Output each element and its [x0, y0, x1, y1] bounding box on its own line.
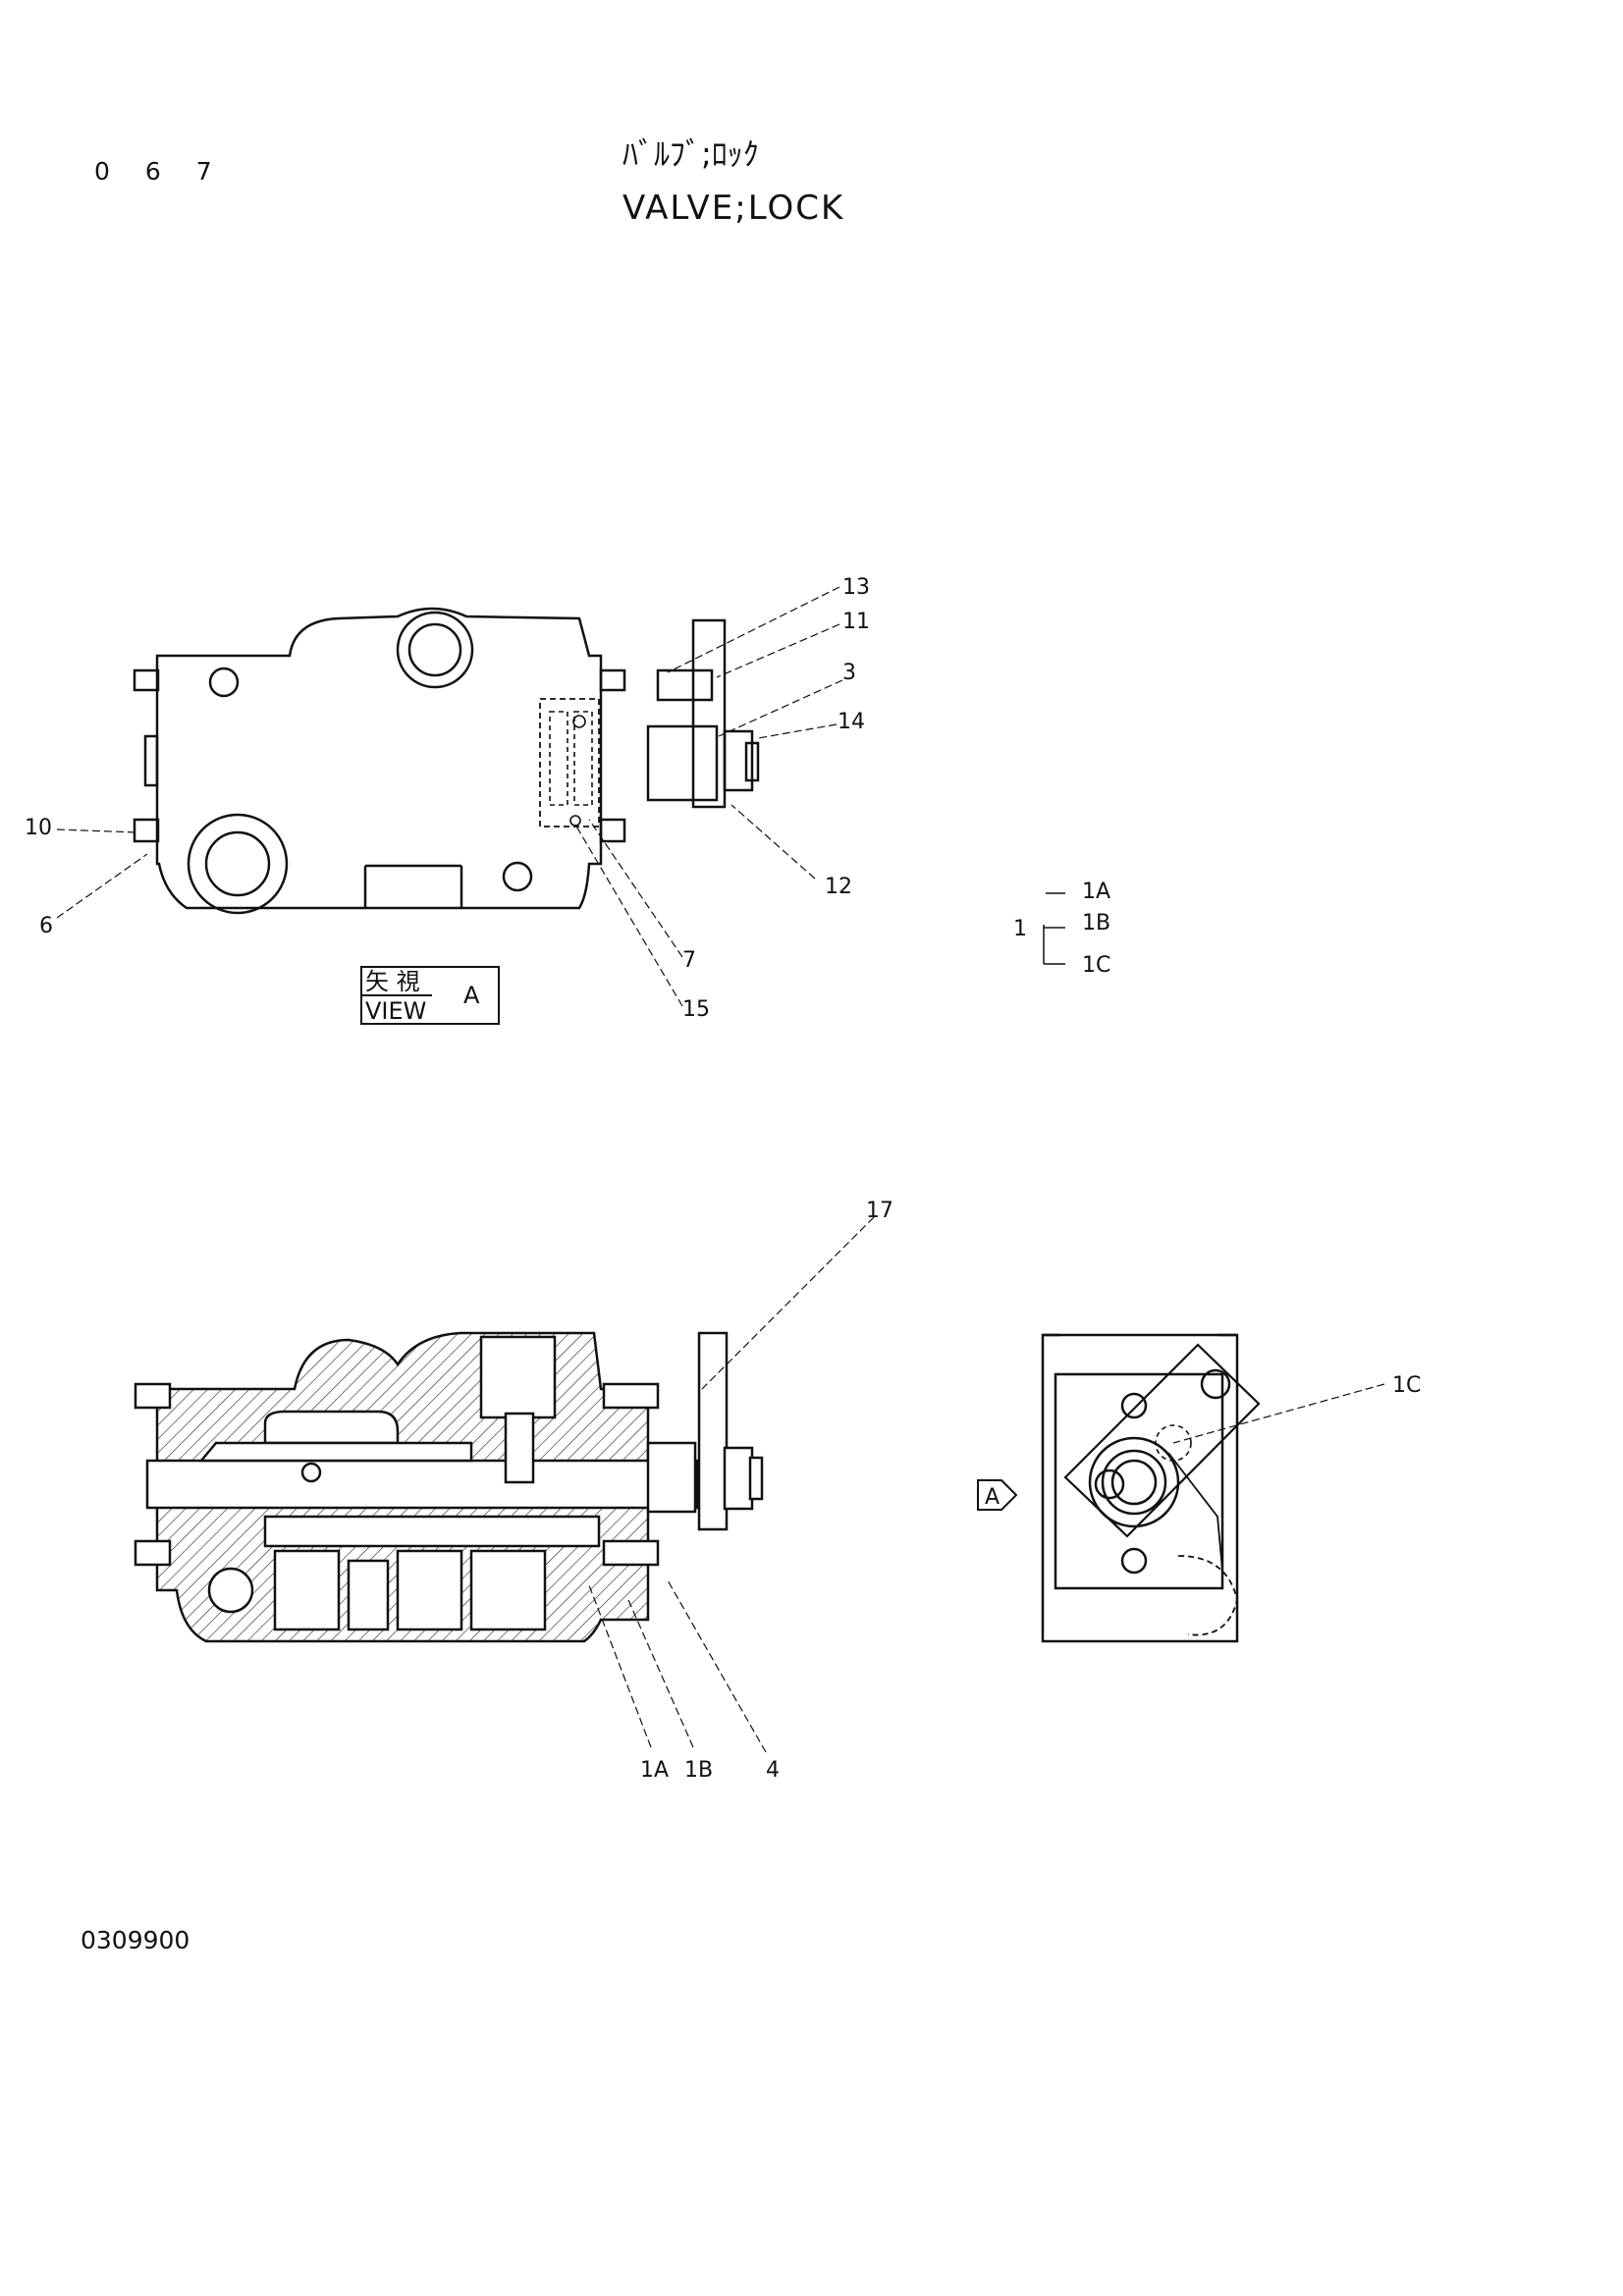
- part-1C: 1C: [1082, 953, 1110, 978]
- valve-end-view: [1041, 1333, 1261, 1643]
- callout-15: 15: [682, 997, 710, 1022]
- drawing-number: 0309900: [81, 1926, 190, 1954]
- callout-12: 12: [825, 875, 852, 899]
- view-label-kanji: 矢 視: [365, 968, 420, 995]
- callout-6: 6: [39, 914, 53, 938]
- valve-section-view: [134, 1331, 764, 1643]
- callout-labels-section: 17 1A 1B 4: [640, 1199, 893, 1783]
- title-japanese: ﾊﾞﾙﾌﾞ;ﾛｯｸ: [622, 135, 759, 173]
- callout-4: 4: [766, 1758, 780, 1783]
- part-group-parent: 1: [1013, 917, 1027, 941]
- leader-lines-section: [588, 1216, 875, 1753]
- callout-1B-section: 1B: [684, 1758, 713, 1783]
- leader-lines-end: [1172, 1383, 1385, 1444]
- view-arrow-marker: A: [977, 1479, 1018, 1511]
- part-1B: 1B: [1082, 911, 1110, 935]
- valve-top-view: [133, 607, 760, 915]
- leader-lines-top: [56, 586, 843, 1007]
- parts-group-labels: 1 1A 1B 1C: [1013, 880, 1110, 978]
- callout-17: 17: [866, 1199, 893, 1223]
- callout-11: 11: [842, 610, 870, 634]
- callout-3: 3: [842, 661, 856, 685]
- page-number: 0 6 7: [94, 157, 226, 186]
- view-label-english: VIEW: [365, 997, 426, 1025]
- callout-1C-end: 1C: [1392, 1373, 1421, 1398]
- view-a-box: 矢 視 VIEW A: [360, 966, 500, 1025]
- view-label-letter: A: [463, 982, 480, 1009]
- callout-13: 13: [842, 575, 870, 600]
- callout-14: 14: [838, 710, 865, 734]
- callout-labels-top: 13 11 3 14 12 10 6 7 15: [25, 575, 870, 1022]
- callout-10: 10: [25, 816, 52, 840]
- part-1A: 1A: [1082, 880, 1110, 904]
- callout-7: 7: [682, 948, 696, 973]
- title-english: VALVE;LOCK: [622, 188, 845, 228]
- parts-group-bracket: [1043, 892, 1065, 965]
- arrow-marker-letter: A: [985, 1485, 1000, 1510]
- callout-1A-section: 1A: [640, 1758, 669, 1783]
